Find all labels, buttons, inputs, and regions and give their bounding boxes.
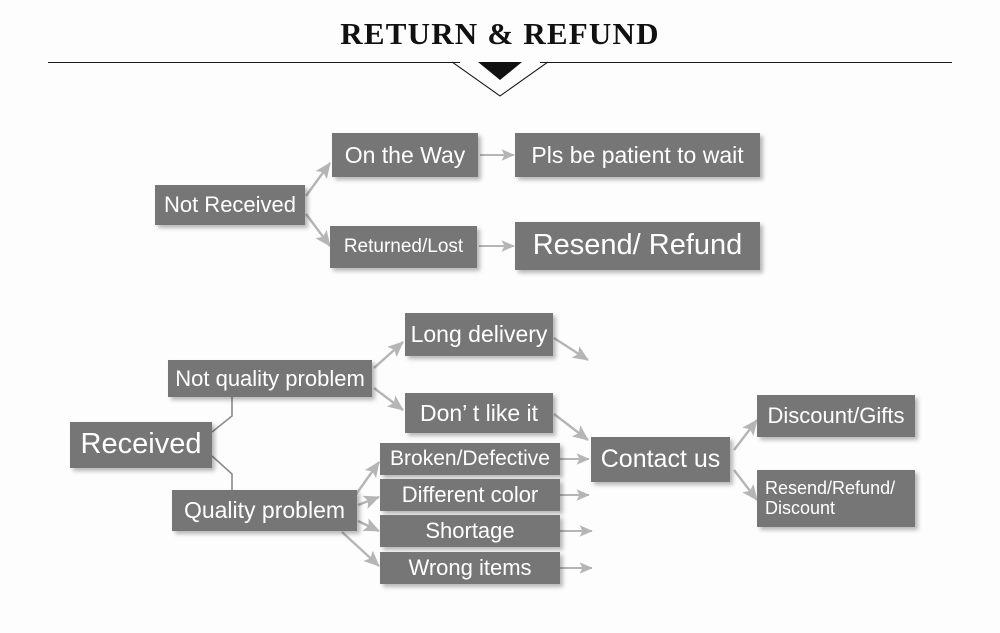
node-wrong-items[interactable]: Wrong items [380, 552, 560, 584]
node-different-color[interactable]: Different color [380, 479, 560, 511]
page-title: RETURN & REFUND [340, 16, 660, 51]
node-returned-lost[interactable]: Returned/Lost [330, 226, 477, 268]
node-resend-refund-discount[interactable]: Resend/Refund/ Discount [757, 470, 915, 527]
node-resend-refund[interactable]: Resend/ Refund [515, 222, 760, 270]
node-contact-us[interactable]: Contact us [591, 437, 730, 482]
page-header: RETURN & REFUND [0, 0, 1000, 100]
node-quality-problem[interactable]: Quality problem [172, 490, 357, 531]
node-not-quality-problem[interactable]: Not quality problem [168, 360, 372, 397]
header-rule-left [48, 62, 460, 63]
header-rule-right [540, 62, 952, 63]
node-resend-refund-discount-line1: Resend/Refund/ [765, 478, 896, 499]
node-pls-be-patient[interactable]: Pls be patient to wait [515, 133, 760, 177]
node-on-the-way[interactable]: On the Way [332, 133, 478, 177]
chevron-down-icon [452, 61, 548, 97]
node-discount-gifts[interactable]: Discount/Gifts [757, 395, 915, 437]
node-received[interactable]: Received [70, 422, 212, 468]
node-broken-defective[interactable]: Broken/Defective [380, 443, 560, 475]
node-not-received[interactable]: Not Received [155, 185, 305, 225]
node-long-delivery[interactable]: Long delivery [405, 313, 553, 356]
node-dont-like-it[interactable]: Don’ t like it [405, 393, 553, 433]
node-resend-refund-discount-line2: Discount [765, 497, 836, 518]
node-shortage[interactable]: Shortage [380, 515, 560, 547]
